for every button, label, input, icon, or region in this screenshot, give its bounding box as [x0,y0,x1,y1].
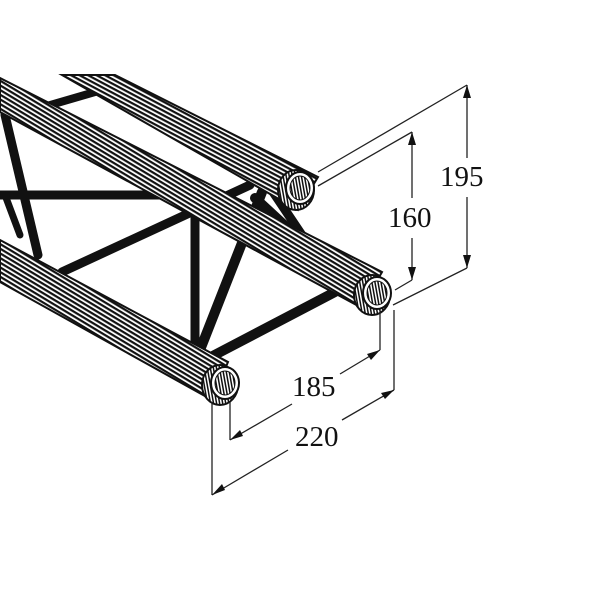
dimension-label-inner-height: 160 [386,202,434,234]
bracing [0,88,340,365]
dimension-label-outer-height: 195 [438,161,486,193]
dimension-arrowheads [212,85,471,495]
middle-chord [0,76,392,316]
top-chord [58,74,320,212]
dimension-label-inner-width: 185 [290,371,338,403]
dimension-label-outer-width: 220 [293,421,341,453]
bottom-chord [0,238,240,406]
